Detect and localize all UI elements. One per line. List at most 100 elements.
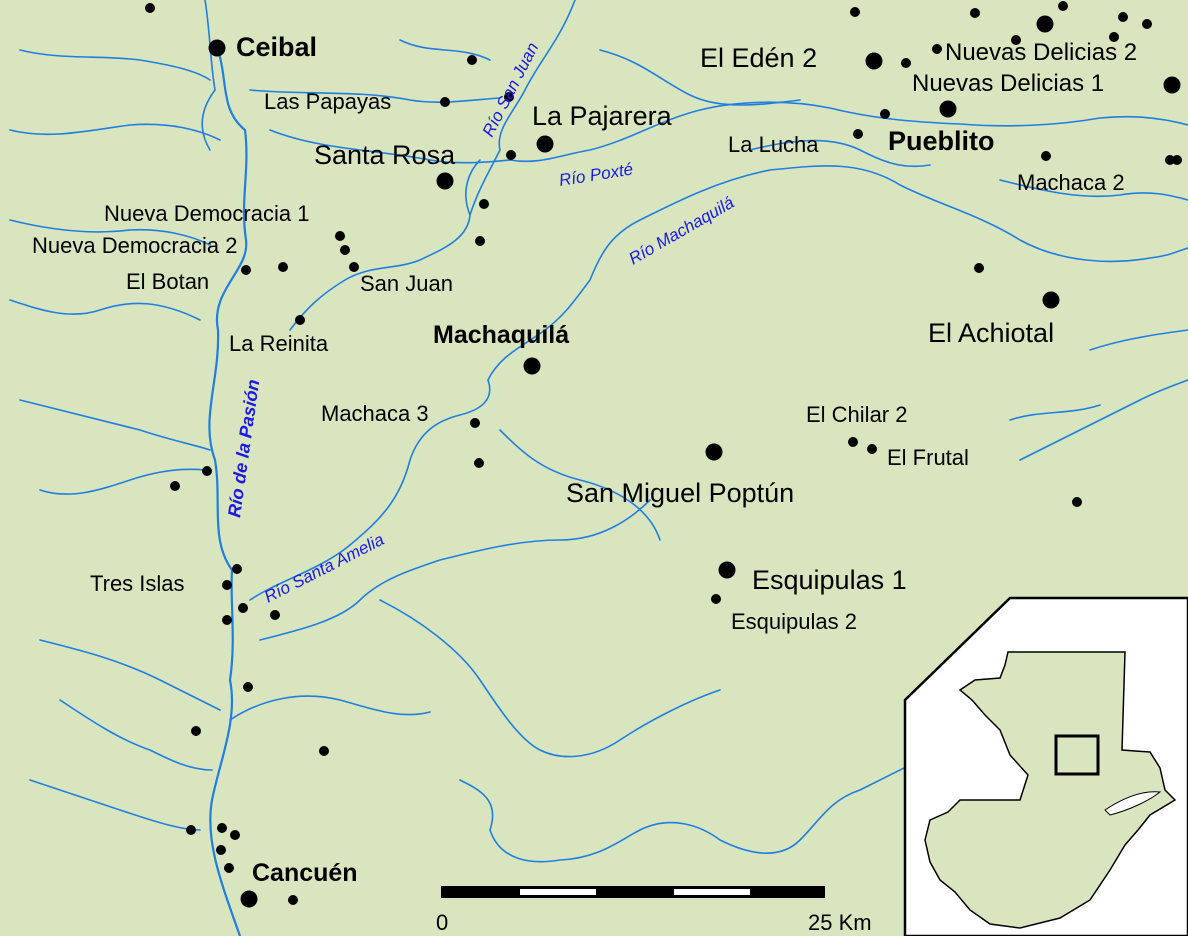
label-machaca-2: Machaca 2 xyxy=(1017,170,1125,195)
guatemala-outline xyxy=(924,651,1177,929)
site-marker xyxy=(191,726,201,736)
label-el-achiotal: El Achiotal xyxy=(928,318,1054,348)
site-marker xyxy=(506,150,516,160)
site-marker xyxy=(901,58,911,68)
site-marker xyxy=(186,825,196,835)
site-marker-esquipulas-1 xyxy=(718,561,736,579)
site-marker xyxy=(243,682,253,692)
site-marker xyxy=(270,610,280,620)
site-marker-ceibal xyxy=(208,39,226,57)
river-upper-6 xyxy=(999,179,1188,201)
river-network xyxy=(9,0,1188,936)
site-marker xyxy=(848,437,858,447)
site-marker xyxy=(1172,155,1182,165)
site-marker xyxy=(475,236,485,246)
label-machaca-3: Machaca 3 xyxy=(321,401,429,426)
label-la-reinita: La Reinita xyxy=(229,331,329,356)
site-marker xyxy=(319,746,329,756)
river-south-4 xyxy=(499,429,661,541)
site-marker xyxy=(711,594,721,604)
site-marker xyxy=(224,863,234,873)
site-marker xyxy=(867,444,877,454)
site-marker xyxy=(278,262,288,272)
site-marker-san-miguel-poptun xyxy=(705,443,723,461)
river-trib-sanjuan xyxy=(465,159,481,216)
river-w-6 xyxy=(19,49,211,81)
river-south-3 xyxy=(259,499,651,641)
river-upper-4 xyxy=(399,39,491,61)
label-el-frutal: El Frutal xyxy=(887,445,969,470)
site-marker xyxy=(1036,15,1054,33)
river-ne-2 xyxy=(1089,329,1188,351)
site-marker-santa-rosa xyxy=(436,172,454,190)
site-marker xyxy=(1072,497,1082,507)
label-pueblito: Pueblito xyxy=(888,126,995,156)
site-marker xyxy=(1058,1,1068,11)
label-el-botan: El Botan xyxy=(126,269,209,294)
scale-bar: 0 25 Km xyxy=(436,886,872,935)
scale-bar-segment xyxy=(674,889,750,895)
label-tres-islas: Tres Islas xyxy=(90,571,185,596)
site-marker xyxy=(238,603,248,613)
river-pasion xyxy=(208,48,248,936)
label-la-lucha: La Lucha xyxy=(728,132,819,157)
river-sw-1 xyxy=(59,699,213,771)
site-marker xyxy=(850,7,860,17)
label-nuevas-delicias-2: Nuevas Delicias 2 xyxy=(945,39,1137,66)
river-w-4 xyxy=(9,219,211,246)
river-south-5 xyxy=(229,695,431,721)
label-ceibal: Ceibal xyxy=(236,32,317,62)
inset-study-area-box xyxy=(1054,734,1100,776)
site-marker xyxy=(853,129,863,139)
site-marker xyxy=(230,830,240,840)
label-el-chilar-2: El Chilar 2 xyxy=(806,402,907,427)
site-marker xyxy=(974,263,984,273)
label-la-pajarera: La Pajarera xyxy=(532,101,673,131)
river-ne-1 xyxy=(1019,379,1188,461)
site-markers-large xyxy=(208,15,1181,908)
river-sw-2 xyxy=(29,779,201,831)
label-san-miguel-poptun: San Miguel Poptún xyxy=(566,478,794,508)
site-marker xyxy=(145,3,155,13)
label-cancuen: Cancuén xyxy=(252,859,358,887)
site-marker xyxy=(932,44,942,54)
site-marker xyxy=(1109,32,1119,42)
label-esquipulas-2: Esquipulas 2 xyxy=(731,609,857,634)
river-w-3 xyxy=(9,299,201,321)
label-nueva-democracia-2: Nueva Democracia 2 xyxy=(32,233,237,258)
site-marker xyxy=(241,265,251,275)
site-marker xyxy=(1142,19,1152,29)
river-pasion-west-arm xyxy=(201,0,216,151)
site-marker xyxy=(1041,151,1051,161)
site-marker xyxy=(222,615,232,625)
site-labels: Ceibal El Edén 2 Nuevas Delicias 2 Nueva… xyxy=(32,32,1137,887)
label-machaquila: Machaquilá xyxy=(433,321,569,349)
site-marker-nuevas-delicias-1 xyxy=(1163,76,1181,94)
scale-end-label: 25 Km xyxy=(808,910,872,935)
label-las-papayas: Las Papayas xyxy=(264,89,391,114)
site-marker xyxy=(288,895,298,905)
scale-bar-segment xyxy=(520,889,596,895)
site-marker xyxy=(232,564,242,574)
label-el-eden-2: El Edén 2 xyxy=(700,43,817,73)
site-marker xyxy=(202,466,212,476)
river-santa-amelia xyxy=(249,379,491,601)
site-marker-cancuen xyxy=(240,890,258,908)
site-marker xyxy=(170,481,180,491)
site-marker-la-pajarera xyxy=(536,135,554,153)
site-marker-machaquila xyxy=(523,357,541,375)
site-marker xyxy=(479,199,489,209)
site-marker xyxy=(216,845,226,855)
river-w-5 xyxy=(9,123,221,141)
river-ne-3 xyxy=(1009,404,1101,421)
river-south-2 xyxy=(379,599,721,758)
site-marker xyxy=(467,55,477,65)
lake-izabal xyxy=(1104,791,1162,816)
site-marker xyxy=(504,92,514,102)
site-marker xyxy=(1011,35,1021,45)
site-marker xyxy=(1118,12,1128,22)
site-marker xyxy=(970,8,980,18)
site-marker xyxy=(295,315,305,325)
river-machaquila xyxy=(487,165,1188,381)
site-marker xyxy=(222,580,232,590)
